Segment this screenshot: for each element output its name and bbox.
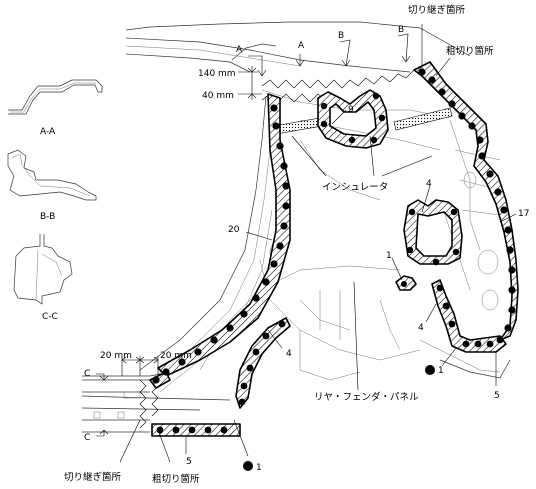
- callout-labels: 切り継ぎ箇所 粗切り箇所 インシュレータ リヤ・フェンダ・パネル 切り継ぎ箇所 …: [64, 4, 529, 485]
- section-mark-c-bottom: C: [84, 433, 90, 443]
- callout-1-mid: 1: [386, 251, 392, 261]
- leader-lines: [119, 24, 517, 463]
- callout-1-bottom: 1: [256, 463, 262, 473]
- section-aa-label: A-A: [40, 127, 56, 137]
- section-mark-a-right: A: [298, 41, 305, 51]
- section-aa-profile: [8, 79, 103, 115]
- callout-4-mid: 4: [418, 323, 424, 333]
- insulator-label: インシュレータ: [322, 182, 388, 193]
- callout-4-lower: 4: [286, 349, 292, 359]
- section-cc-label: C-C: [42, 312, 58, 322]
- section-mark-c-top: C: [84, 369, 90, 379]
- section-mark-a-left: A: [236, 45, 243, 55]
- rough-cut-label-bottom: 粗切り箇所: [152, 473, 200, 485]
- rear-fender-panel-label: リヤ・フェンダ・パネル: [314, 391, 419, 403]
- dimension-20mm-left: 20 mm: [100, 351, 132, 361]
- callout-4-upper: 4: [426, 179, 432, 189]
- section-mark-b-left: B: [338, 31, 344, 41]
- callout-9: 9: [348, 105, 354, 115]
- dimension-40mm: 40 mm: [202, 91, 234, 101]
- dimension-20mm-right: 20 mm: [160, 351, 192, 361]
- callout-5-right: 5: [494, 391, 500, 401]
- spot-welds: [152, 68, 516, 471]
- section-mark-b-right: B: [398, 25, 404, 35]
- callout-17: 17: [518, 209, 529, 219]
- callout-1-right: 1: [438, 366, 444, 376]
- callout-20: 20: [228, 225, 240, 235]
- rough-cut-label-top: 粗切り箇所: [446, 45, 494, 57]
- section-bb-profile: [7, 149, 97, 201]
- section-bb-label: B-B: [40, 212, 55, 222]
- callout-5-bottom: 5: [186, 457, 192, 467]
- joint-label-top: 切り継ぎ箇所: [408, 4, 466, 16]
- dimension-140mm: 140 mm: [198, 69, 236, 79]
- dimension-lines: [96, 33, 411, 437]
- weld-bands: [149, 61, 519, 437]
- insulator-strips: [273, 107, 453, 135]
- joint-label-bottom: 切り継ぎ箇所: [64, 471, 122, 483]
- section-cc-profile: [13, 234, 73, 305]
